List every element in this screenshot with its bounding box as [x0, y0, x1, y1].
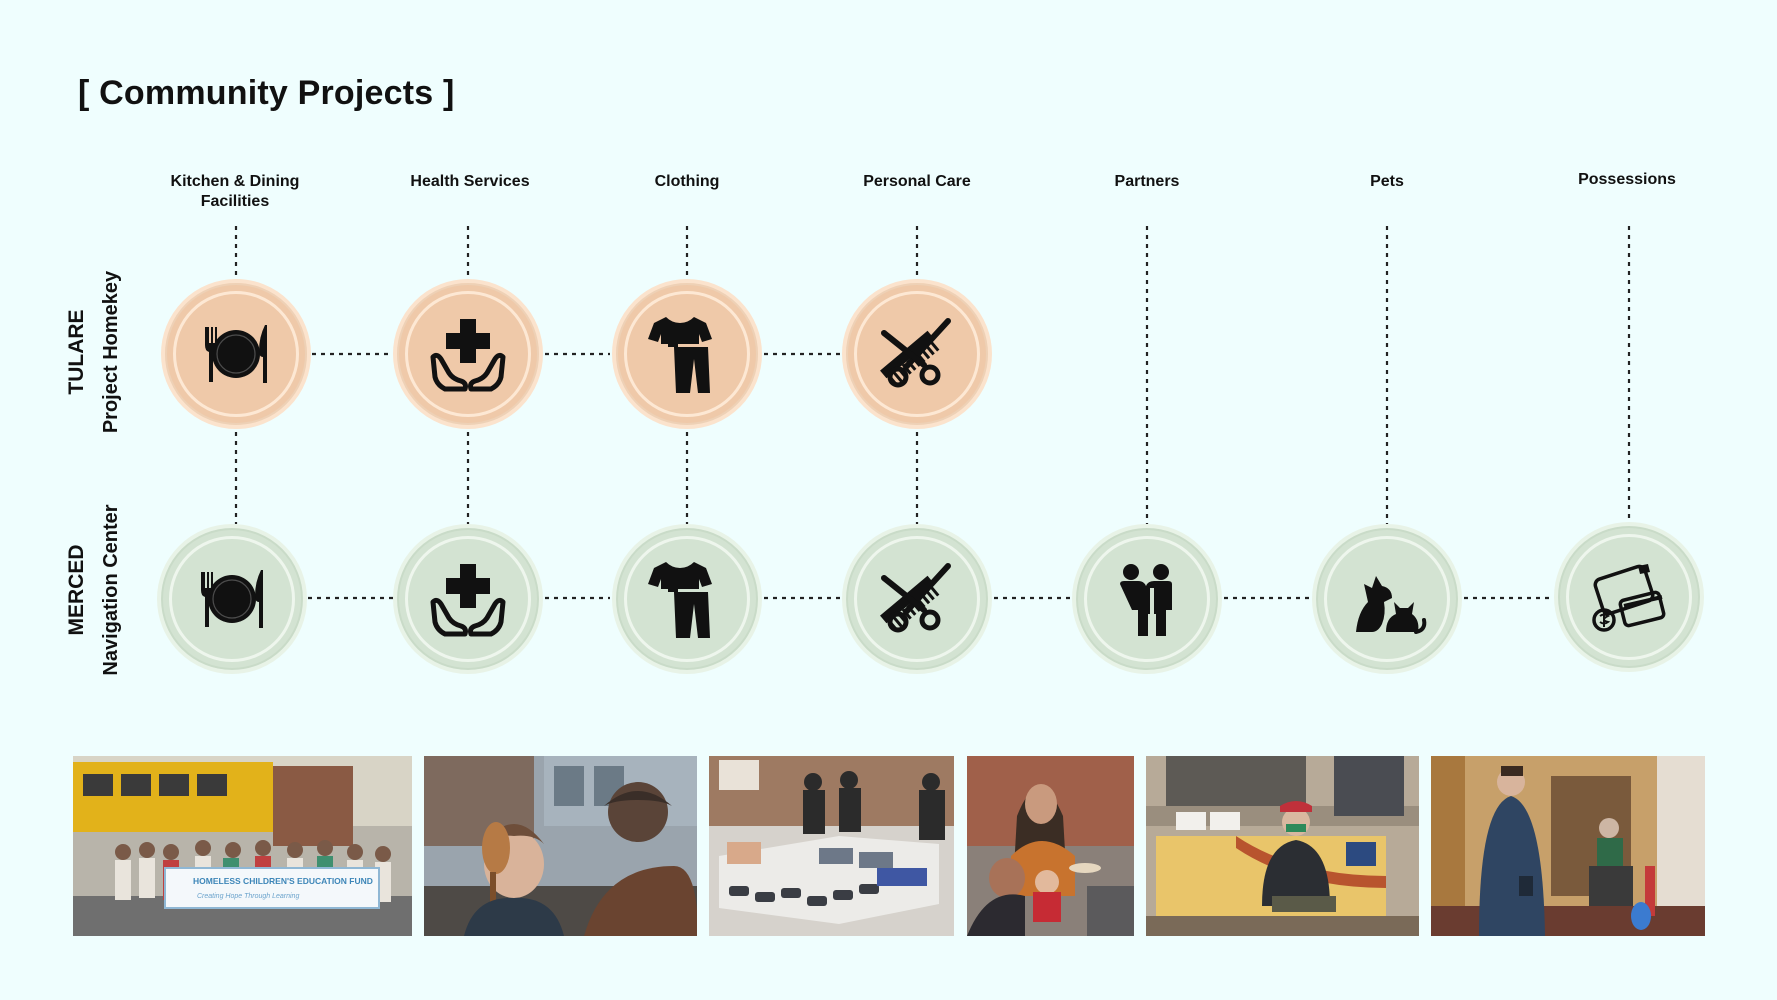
pets-icon	[1354, 574, 1427, 634]
merced-node-possessions	[1554, 522, 1704, 672]
photo-hotel-hallway	[1431, 756, 1705, 936]
row-subtitle-merced: Navigation Center	[100, 504, 122, 676]
row-label-merced: MERCED Navigation Center	[60, 490, 140, 690]
health-cross-hands-icon	[427, 313, 509, 395]
partners-icon	[1120, 564, 1172, 636]
row-name-tulare: TULARE	[65, 309, 88, 395]
clothing-icon	[648, 562, 712, 638]
merced-node-personal-care	[842, 524, 992, 674]
photo-haircut-mirror	[424, 756, 697, 936]
wallet-cards-icon	[1591, 562, 1667, 632]
dining-plate-icon	[200, 569, 264, 629]
merced-node-health	[393, 524, 543, 674]
tulare-node-clothing	[612, 279, 762, 429]
tulare-node-kitchen	[161, 279, 311, 429]
merced-node-partners	[1072, 524, 1222, 674]
scissors-comb-icon	[876, 558, 958, 640]
photo-school-bus-group: HOMELESS CHILDREN'S EDUCATION FUND Creat…	[73, 756, 412, 936]
photo-mother-child-meal	[967, 756, 1134, 936]
column-label-personal-care: Personal Care	[863, 173, 971, 190]
clothing-icon	[648, 317, 712, 393]
svg-text:Creating Hope Through Learning: Creating Hope Through Learning	[197, 893, 299, 900]
photo-banner-text: HOMELESS CHILDREN'S EDUCATION FUND	[193, 876, 373, 886]
dining-plate-icon	[204, 324, 268, 384]
column-label-health: Health Services	[410, 173, 530, 190]
column-label-partners: Partners	[1114, 173, 1180, 190]
row-subtitle-tulare: Project Homekey	[100, 270, 122, 434]
scissors-comb-icon	[876, 313, 958, 395]
photo-clothing-donation-tables	[709, 756, 954, 936]
health-cross-hands-icon	[427, 558, 509, 640]
column-label-possessions: Possessions	[1578, 171, 1676, 188]
merced-node-pets	[1312, 524, 1462, 674]
column-label-clothing: Clothing	[654, 173, 720, 190]
row-label-tulare: TULARE Project Homekey	[60, 252, 140, 452]
merced-node-clothing	[612, 524, 762, 674]
column-label-pets: Pets	[1370, 173, 1404, 190]
tulare-node-personal-care	[842, 279, 992, 429]
row-name-merced: MERCED	[65, 544, 88, 636]
tulare-node-health	[393, 279, 543, 429]
column-label-kitchen: Kitchen & Dining Facilities	[170, 173, 300, 210]
merced-node-kitchen	[157, 524, 307, 674]
photo-man-hotel-room	[1146, 756, 1419, 936]
page-title: [ Community Projects ]	[78, 74, 455, 112]
